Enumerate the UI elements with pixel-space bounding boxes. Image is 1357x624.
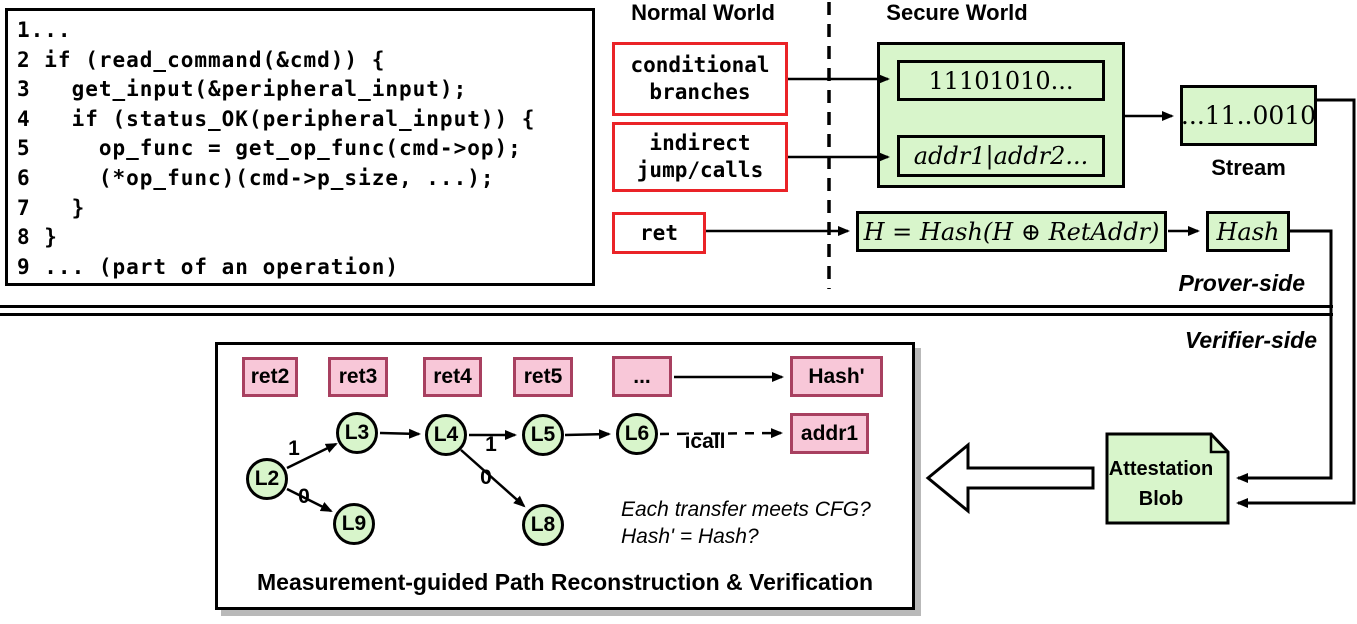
ret-label: ret [640,220,678,245]
edge-label-l4-l5: 1 [485,433,497,456]
hash-box: Hash [1206,211,1290,252]
indirect-jumpcalls-line1: indirect [649,131,751,155]
ret4-box: ret4 [423,357,482,397]
node-L2: L2 [246,458,288,500]
document-shape-icon [1105,432,1230,525]
attestation-blob: Attestation Blob [1105,432,1230,525]
node-L4: L4 [425,414,467,456]
node-L8: L8 [522,504,564,546]
stream-box: ...11..0010 [1180,85,1317,146]
code-line: 3 get_input(&peripheral_input); [17,77,468,102]
verifier-panel: ret2 ret3 ret4 ret5 ... Hash' addr1 L2 L… [215,342,915,610]
verification-question-line1: Each transfer meets CFG? [621,498,871,521]
stream-label: Stream [1211,155,1286,180]
verifier-panel-caption: Measurement-guided Path Reconstruction &… [257,569,873,595]
bits-buffer-box: 11101010... [897,60,1105,101]
hollow-left-arrow-icon [925,441,1095,515]
prover-verifier-separator [0,305,1333,316]
code-line: 4 if (status_OK(peripheral_input)) { [17,106,536,131]
verification-question-line2: Hash' = Hash? [621,525,759,548]
ret3-box: ret3 [328,357,388,397]
addr-buffer-box: addr1|addr2... [897,135,1105,177]
hash-formula-box: H = Hash(H ⊕ RetAddr) [856,211,1167,252]
route-hash-to-blob [1236,229,1333,483]
code-line: 1... [17,18,72,42]
edge-label-l4-l8: 0 [480,466,492,489]
conditional-branches-line2: branches [649,80,751,104]
hash-prime-box: Hash' [790,356,883,397]
code-line: 9 ... (part of an operation) [17,254,400,279]
verifier-side-label: Verifier-side [1184,327,1317,353]
conditional-branches-line1: conditional [630,53,770,77]
node-L9: L9 [333,503,375,545]
indirect-jumpcalls-box: indirect jump/calls [612,122,788,192]
secure-world-title: Secure World [886,0,1028,25]
attestation-blob-line2: Blob [1138,488,1184,510]
code-line: 5 op_func = get_op_func(cmd->op); [17,136,522,161]
edge-label-l2-l9: 0 [298,485,310,508]
ret2-box: ret2 [242,357,298,397]
addr1-box: addr1 [790,413,869,454]
conditional-branches-box: conditional branches [612,42,788,116]
edge-label-icall: icall [684,430,726,453]
prover-side-label: Prover-side [1178,270,1305,296]
code-panel: 1... 2 if (read_command(&cmd)) { 3 get_i… [5,8,595,286]
ret-box: ret [612,212,706,254]
node-L5: L5 [522,414,564,456]
ret-ellipsis-box: ... [612,356,672,397]
normal-world-title: Normal World [631,0,775,25]
node-L6: L6 [616,413,658,455]
indirect-jumpcalls-line2: jump/calls [636,158,764,182]
attestation-blob-line1: Attestation [1108,458,1214,480]
code-line: 7 } [17,195,86,220]
edge-label-l2-l3: 1 [288,437,300,460]
code-line: 6 (*op_func)(cmd->p_size, ...); [17,165,495,190]
code-line: 2 if (read_command(&cmd)) { [17,47,386,72]
node-L3: L3 [336,412,378,454]
code-line: 8 } [17,225,58,250]
ret5-box: ret5 [513,357,573,397]
